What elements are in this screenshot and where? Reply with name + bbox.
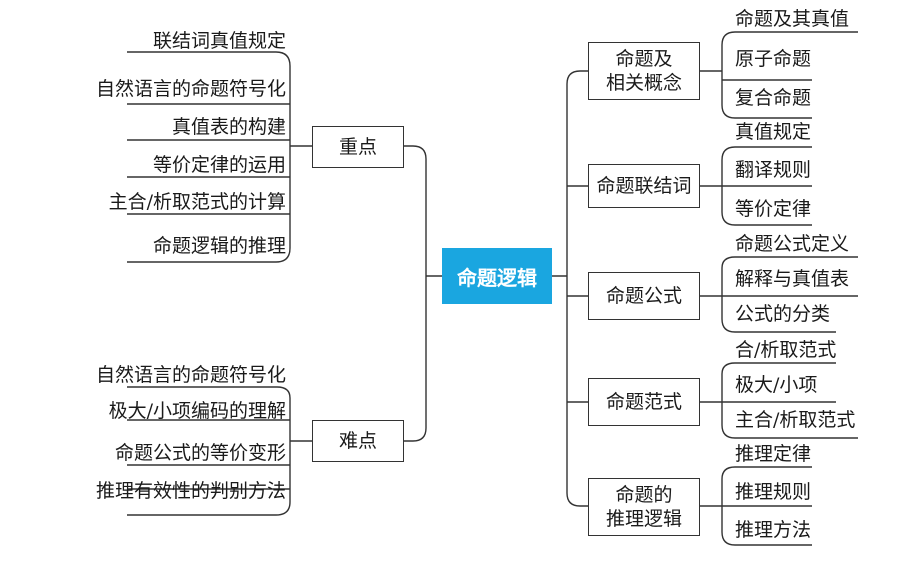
bracket-r1 [700, 31, 858, 119]
branch-keypoints: 重点 [312, 126, 404, 168]
bracket-r3 [700, 256, 858, 333]
bracket-r4 [700, 362, 858, 439]
leaf-label: 极大/小项编码的理解 [108, 400, 286, 422]
leaf-label: 命题公式定义 [735, 233, 850, 255]
leaf-label: 合/析取范式 [735, 339, 837, 361]
branch-connectives: 命题联结词 [588, 164, 700, 208]
leaf-label: 极大/小项 [735, 374, 818, 396]
bracket-r2 [700, 146, 812, 226]
branch-inference: 命题的 推理逻辑 [588, 478, 700, 536]
bracket-r5 [700, 466, 812, 546]
leaf-label: 公式的分类 [735, 303, 831, 325]
leaf-label: 复合命题 [735, 87, 812, 109]
connector-root-right [552, 70, 588, 507]
leaf-label: 等价定律 [735, 198, 812, 220]
leaf-label: 命题公式的等价变形 [114, 442, 286, 464]
leaf-label: 推理定律 [735, 443, 812, 465]
leaf-label: 翻译规则 [735, 159, 812, 181]
leaf-label: 真值规定 [735, 121, 812, 143]
bracket-keypoints [127, 51, 312, 263]
root-node: 命题逻辑 [442, 248, 552, 304]
leaf-label: 推理有效性的判别方法 [95, 480, 286, 502]
leaf-label: 推理规则 [735, 481, 812, 503]
branch-propositions: 命题及 相关概念 [588, 42, 700, 100]
branch-formulas: 命题公式 [588, 272, 700, 320]
branch-difficulties: 难点 [312, 420, 404, 462]
leaf-label: 推理方法 [735, 519, 812, 541]
leaf-label: 自然语言的命题符号化 [95, 78, 286, 100]
leaf-label: 命题逻辑的推理 [152, 235, 286, 257]
branch-normal-forms: 命题范式 [588, 378, 700, 426]
bracket-difficulties [127, 386, 312, 516]
leaf-label: 自然语言的命题符号化 [95, 364, 286, 386]
leaf-label: 原子命题 [735, 48, 812, 70]
leaf-label: 主合/析取范式 [735, 409, 856, 431]
leaf-label: 主合/析取范式的计算 [108, 191, 286, 213]
leaf-label: 解释与真值表 [735, 268, 850, 290]
leaf-label: 等价定律的运用 [152, 154, 286, 176]
connector-root-left [404, 145, 442, 442]
leaf-label: 联结词真值规定 [152, 30, 286, 52]
leaf-label: 命题及其真值 [735, 8, 850, 30]
leaf-label: 真值表的构建 [171, 116, 286, 138]
